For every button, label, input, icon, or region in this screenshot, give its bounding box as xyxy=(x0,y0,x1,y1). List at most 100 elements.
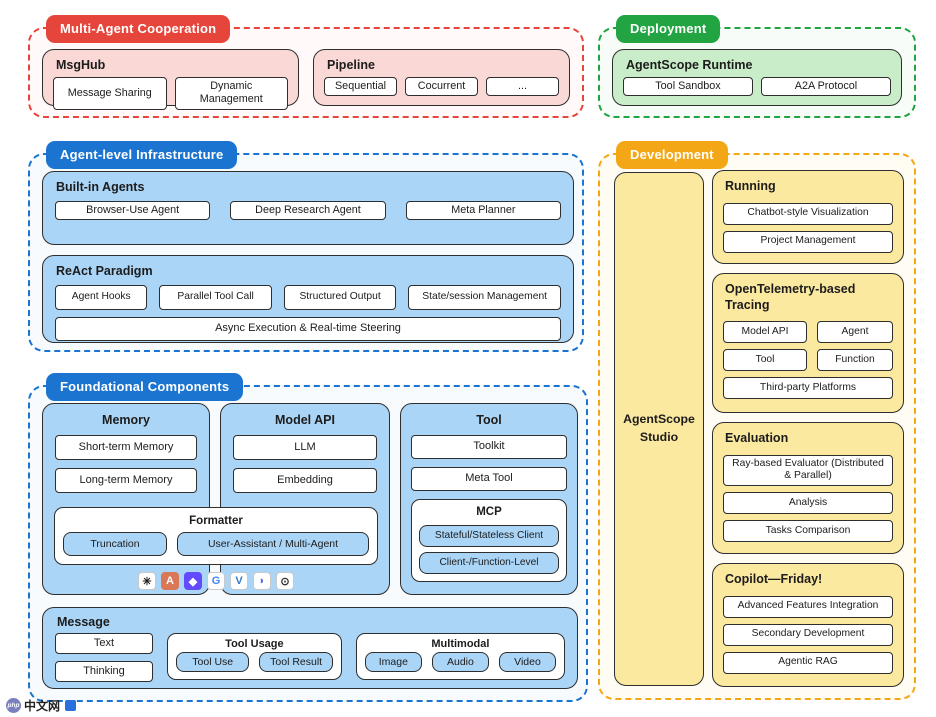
node-toolkit: Toolkit xyxy=(411,435,567,459)
node-deep-research-agent: Deep Research Agent xyxy=(230,201,386,221)
foundational-top-row: Memory Short-term Memory Long-term Memor… xyxy=(42,403,578,595)
node-image: Image xyxy=(364,652,422,672)
section-deployment: Deployment AgentScope Runtime Tool Sandb… xyxy=(598,15,916,118)
node-structured-output: Structured Output xyxy=(283,285,397,310)
subgroup-multimodal: Multimodal Image Audio Video xyxy=(355,633,565,680)
group-agentscope-studio: AgentScope Studio xyxy=(614,172,704,686)
section-title-development: Development xyxy=(616,141,728,169)
group-msghub: MsgHub Message Sharing Dynamic Managemen… xyxy=(42,49,299,110)
section-title-agent-level-infrastructure: Agent-level Infrastructure xyxy=(46,141,238,169)
node-browser-use-agent: Browser-Use Agent xyxy=(55,201,211,221)
node-text: Text xyxy=(55,633,153,654)
subgroup-tool-usage: Tool Usage Tool Use Tool Result xyxy=(167,633,342,680)
node-ray-based-evaluator: Ray-based Evaluator (Distributed & Paral… xyxy=(723,454,893,487)
section-foundational-components: Foundational Components Memory Short-ter… xyxy=(28,373,588,702)
node-ellipsis: ... xyxy=(486,77,559,97)
subgroup-title-formatter: Formatter xyxy=(189,515,243,527)
section-multi-agent-cooperation: Multi-Agent Cooperation MsgHub Message S… xyxy=(28,15,584,118)
node-async-execution-steering: Async Execution & Real-time Steering xyxy=(55,317,561,341)
deepseek-logo: ◗ xyxy=(253,572,271,590)
watermark-text: 中文网 xyxy=(24,699,61,713)
node-tool-sandbox: Tool Sandbox xyxy=(623,77,753,97)
node-embedding: Embedding xyxy=(233,468,377,493)
node-a2a-protocol: A2A Protocol xyxy=(761,77,891,97)
multi-agent-body: MsgHub Message Sharing Dynamic Managemen… xyxy=(42,49,570,110)
node-message-sharing: Message Sharing xyxy=(53,77,167,110)
subgroup-mcp: MCP Stateful/Stateless Client Client-/Fu… xyxy=(411,499,567,582)
node-thinking: Thinking xyxy=(55,661,153,682)
node-tool-result: Tool Result xyxy=(259,652,333,672)
multimodal-items: Image Audio Video xyxy=(364,652,557,672)
group-copilot-friday: Copilot—Friday! Advanced Features Integr… xyxy=(712,563,904,687)
group-pipeline: Pipeline Sequential Cocurrent ... xyxy=(313,49,570,106)
formatter-area: Formatter Truncation User-Assistant / Mu… xyxy=(54,507,378,590)
node-tool-use: Tool Use xyxy=(176,652,250,672)
runtime-items: Tool Sandbox A2A Protocol xyxy=(613,77,901,105)
node-client-function-level: Client-/Function-Level xyxy=(419,552,559,574)
section-agent-level-infrastructure: Agent-level Infrastructure Built-in Agen… xyxy=(28,141,584,352)
node-llm: LLM xyxy=(233,435,377,460)
group-title-msghub: MsgHub xyxy=(56,58,106,72)
group-title-memory: Memory xyxy=(102,413,150,427)
node-trace-agent: Agent xyxy=(817,321,893,344)
subgroup-formatter: Formatter Truncation User-Assistant / Mu… xyxy=(54,507,378,565)
node-cocurrent: Cocurrent xyxy=(405,77,478,97)
formatter-items: Truncation User-Assistant / Multi-Agent xyxy=(63,532,369,556)
node-tasks-comparison: Tasks Comparison xyxy=(723,520,893,543)
node-state-session-management: State/session Management xyxy=(408,285,561,310)
group-title-evaluation: Evaluation xyxy=(725,431,789,445)
php-logo-icon: php xyxy=(6,698,21,713)
tracing-grid: Model API Agent Tool Function Third-part… xyxy=(723,315,893,400)
site-watermark: php 中文网 xyxy=(6,697,77,714)
group-title-agentscope-runtime: AgentScope Runtime xyxy=(626,58,753,72)
msghub-items: Message Sharing Dynamic Management xyxy=(43,77,298,119)
node-short-term-memory: Short-term Memory xyxy=(55,435,197,460)
subgroup-title-mcp: MCP xyxy=(476,506,502,518)
node-trace-function: Function xyxy=(817,349,893,372)
node-secondary-development: Secondary Development xyxy=(723,623,893,646)
group-title-running: Running xyxy=(725,179,776,193)
group-title-react-paradigm: ReAct Paradigm xyxy=(56,264,153,278)
node-user-assistant-multi-agent: User-Assistant / Multi-Agent xyxy=(177,532,369,556)
node-sequential: Sequential xyxy=(324,77,397,97)
node-audio: Audio xyxy=(431,652,489,672)
node-trace-model-api: Model API xyxy=(723,321,807,344)
group-title-built-in-agents: Built-in Agents xyxy=(56,180,145,194)
subgroup-title-tool-usage: Tool Usage xyxy=(225,638,284,650)
node-agentic-rag: Agentic RAG xyxy=(723,651,893,674)
group-title-model-api: Model API xyxy=(275,413,335,427)
node-video: Video xyxy=(498,652,557,672)
group-agentscope-runtime: AgentScope Runtime Tool Sandbox A2A Prot… xyxy=(612,49,902,106)
section-title-deployment: Deployment xyxy=(616,15,721,43)
node-meta-tool: Meta Tool xyxy=(411,467,567,491)
ollama-logo: ⊙ xyxy=(276,572,294,590)
node-long-term-memory: Long-term Memory xyxy=(55,468,197,493)
group-built-in-agents: Built-in Agents Browser-Use Agent Deep R… xyxy=(42,171,574,245)
vllm-logo: V xyxy=(230,572,248,590)
pipeline-items: Sequential Cocurrent ... xyxy=(314,77,569,105)
node-agent-hooks: Agent Hooks xyxy=(55,285,148,310)
node-stateful-stateless-client: Stateful/Stateless Client xyxy=(419,525,559,547)
group-title-pipeline: Pipeline xyxy=(327,58,375,72)
deployment-body: AgentScope Runtime Tool Sandbox A2A Prot… xyxy=(612,49,902,106)
modelscope-logo: ◆ xyxy=(184,572,202,590)
model-provider-logos: ✳ A ◆ G V ◗ ⊙ xyxy=(54,572,378,590)
openai-logo: ✳ xyxy=(138,572,156,590)
node-dynamic-management: Dynamic Management xyxy=(174,77,288,110)
node-parallel-tool-call: Parallel Tool Call xyxy=(159,285,272,310)
tool-usage-items: Tool Use Tool Result xyxy=(176,652,333,672)
node-trace-tool: Tool xyxy=(723,349,807,372)
section-title-multi-agent-cooperation: Multi-Agent Cooperation xyxy=(46,15,231,43)
group-react-paradigm: ReAct Paradigm Agent Hooks Parallel Tool… xyxy=(42,255,574,343)
built-in-agents-items: Browser-Use Agent Deep Research Agent Me… xyxy=(43,199,573,230)
google-logo: G xyxy=(207,572,225,590)
node-truncation: Truncation xyxy=(63,532,167,556)
node-project-management: Project Management xyxy=(723,230,893,253)
group-message: Message Text Thinking Tool Usage Tool Us… xyxy=(42,607,578,689)
group-running: Running Chatbot-style Visualization Proj… xyxy=(712,170,904,264)
group-opentelemetry-tracing: OpenTelemetry-based Tracing Model API Ag… xyxy=(712,273,904,413)
group-title-copilot-friday: Copilot—Friday! xyxy=(725,572,823,586)
development-column: Running Chatbot-style Visualization Proj… xyxy=(712,170,904,687)
watermark-square-icon xyxy=(65,700,77,711)
